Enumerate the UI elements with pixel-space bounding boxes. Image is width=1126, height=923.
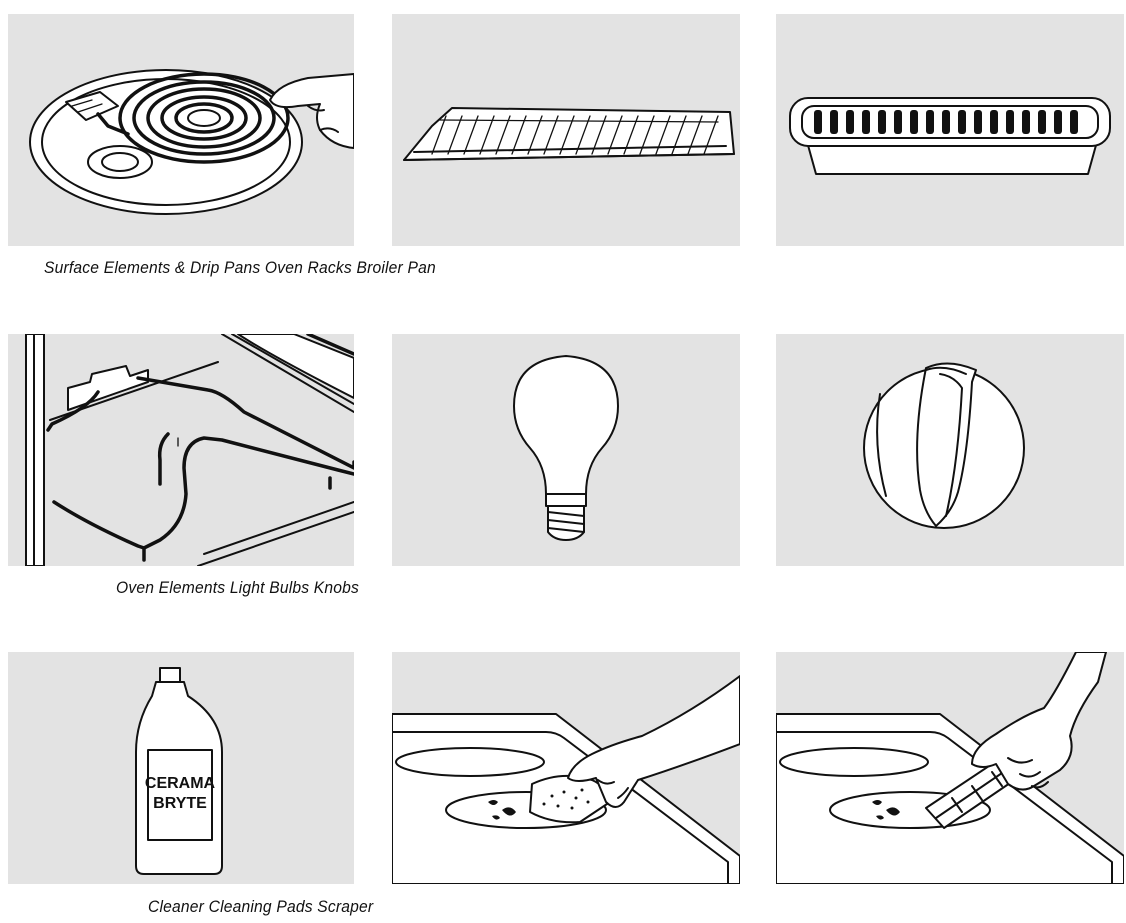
oven-racks-illustration — [392, 14, 740, 246]
broiler-pan-illustration — [776, 14, 1124, 246]
scraper-illustration — [776, 652, 1124, 884]
caption-row-3: Cleaner Cleaning Pads Scraper — [148, 897, 374, 916]
bottle-label-line1: CERAMA — [145, 775, 216, 792]
surface-elements-drip-pans-illustration — [8, 14, 354, 246]
caption-row-1: Surface Elements & Drip Pans Oven Racks … — [44, 258, 436, 277]
cleaning-pads-illustration — [392, 652, 740, 884]
caption-row-2: Oven Elements Light Bulbs Knobs — [116, 578, 360, 597]
knobs-illustration — [776, 334, 1124, 566]
oven-elements-illustration — [8, 334, 354, 566]
light-bulbs-illustration — [392, 334, 740, 566]
cleaner-illustration: CERAMA BRYTE — [8, 652, 354, 884]
bottle-label-line2: BRYTE — [153, 795, 207, 812]
